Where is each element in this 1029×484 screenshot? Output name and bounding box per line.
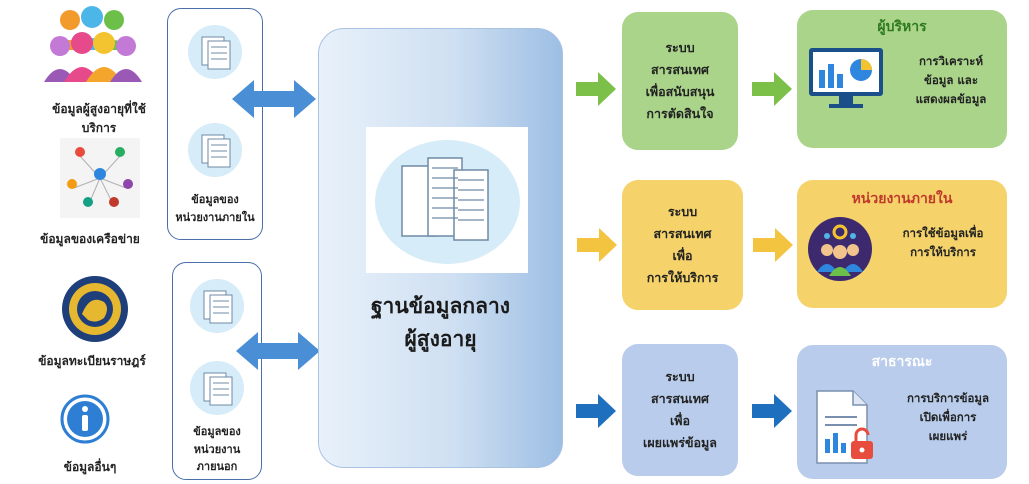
- internal-circle-1: [188, 25, 242, 79]
- external-box-label: ข้อมูลของ หน่วยงาน ภายนอก: [173, 423, 261, 476]
- arrow-to-publish-system: [576, 394, 616, 428]
- target-box-internal-units: หน่วยงานภายใน การใช้ข้อมูลเพื่อ การให้บร…: [797, 180, 1007, 308]
- system-publish-line3: เพื่อ: [669, 413, 691, 428]
- source-label-other: ข้อมูลอื่นๆ: [63, 460, 117, 474]
- target-internal-units-desc-2: การให้บริการ: [910, 244, 976, 259]
- system-publish-line4: เผยแพร่ข้อมูล: [643, 434, 717, 450]
- dashboard-monitor-icon: [809, 48, 883, 108]
- source-label-registration: ข้อมูลทะเบียนราษฎร์: [38, 354, 146, 368]
- target-public-title: สาธารณะ: [871, 354, 933, 370]
- system-box-service: ระบบ สารสนเทศ เพื่อ การให้บริการ: [622, 180, 743, 310]
- target-public-desc-3: เผยแพร่: [928, 428, 968, 443]
- system-box-publish: ระบบ สารสนเทศ เพื่อ เผยแพร่ข้อมูล: [622, 344, 738, 476]
- target-public-desc-2: เปิดเพื่อการ: [919, 409, 977, 424]
- target-executives-desc-1: การวิเคราะห์: [918, 54, 984, 68]
- target-box-executives: ผู้บริหาร การวิเคราะห์ ข้อมูล และ แสดงผล…: [797, 10, 1007, 148]
- arrow-to-decision-system: [576, 72, 616, 106]
- arrow-to-internal-units: [753, 228, 793, 262]
- target-executives-desc-2: ข้อมูล และ: [923, 72, 979, 87]
- target-public-desc: การบริการข้อมูล เปิดเพื่อการ เผยแพร่: [891, 389, 1005, 446]
- system-decision-line1: ระบบ: [665, 40, 695, 56]
- server-icon: [201, 134, 231, 168]
- central-title-line2: ผู้สูงอายุ: [404, 326, 477, 351]
- system-decision-line2: สารสนเทศ: [651, 62, 709, 78]
- internal-box-line1: ข้อมูลของ: [191, 193, 239, 206]
- system-box-decision: ระบบ สารสนเทศ เพื่อสนับสนุน การตัดสินใจ: [622, 12, 738, 150]
- team-gear-icon: [808, 217, 872, 281]
- internal-circle-2: [188, 123, 242, 177]
- internal-box-line2: หน่วยงานภายใน: [175, 210, 255, 224]
- network-icon: [60, 138, 140, 218]
- double-arrow-lower: [236, 332, 320, 370]
- server-icon: [203, 372, 233, 406]
- central-database-title: ฐานข้อมูลกลาง ผู้สูงอายุ: [318, 290, 563, 355]
- server-icon: [401, 157, 489, 241]
- server-icon: [203, 290, 233, 324]
- royal-seal-icon: [62, 276, 128, 342]
- internal-data-box: ข้อมูลของ หน่วยงานภายใน: [167, 8, 263, 240]
- system-service-line4: การให้บริการ: [646, 269, 719, 285]
- info-icon: [60, 394, 110, 444]
- external-box-line1: ข้อมูลของ: [193, 425, 241, 438]
- system-service-line3: เพื่อ: [672, 248, 693, 263]
- target-box-public: สาธารณะ การบริการข้อมูล เปิดเพื่อการ เผย…: [797, 345, 1007, 479]
- target-executives-desc-3: แสดงผลข้อมูล: [915, 91, 987, 106]
- system-service-line2: สารสนเทศ: [653, 226, 712, 242]
- source-label-network: ข้อมูลของเครือข่าย: [40, 232, 140, 246]
- secure-document-icon: [816, 390, 873, 464]
- people-group-icon: [44, 6, 142, 82]
- source-label-elderly-users: ข้อมูลผู้สูงอายุที่ใช้บริการ: [52, 102, 146, 135]
- external-circle-1: [190, 279, 244, 333]
- external-circle-2: [190, 361, 244, 415]
- internal-box-label: ข้อมูลของ หน่วยงานภายใน: [168, 191, 262, 226]
- target-executives-title: ผู้บริหาร: [877, 19, 927, 35]
- external-data-box: ข้อมูลของ หน่วยงาน ภายนอก: [172, 262, 262, 480]
- server-icon: [201, 36, 231, 70]
- arrow-to-service-system: [577, 228, 617, 262]
- arrow-to-public: [752, 394, 792, 428]
- target-internal-units-desc-1: การใช้ข้อมูลเพื่อ: [902, 226, 984, 240]
- arrow-to-executives: [752, 72, 792, 106]
- system-decision-line4: การตัดสินใจ: [646, 105, 714, 121]
- system-publish-line1: ระบบ: [665, 369, 695, 385]
- target-internal-units-desc: การใช้ข้อมูลเพื่อ การให้บริการ: [881, 224, 1005, 262]
- system-decision-line3: เพื่อสนับสนุน: [645, 84, 715, 99]
- external-box-line3: ภายนอก: [196, 460, 238, 474]
- double-arrow-upper: [232, 80, 316, 118]
- target-public-desc-1: การบริการข้อมูล: [906, 391, 990, 405]
- system-service-line1: ระบบ: [667, 204, 698, 220]
- external-box-line2: หน่วยงาน: [193, 442, 241, 456]
- target-internal-units-title: หน่วยงานภายใน: [851, 191, 953, 207]
- system-publish-line2: สารสนเทศ: [651, 391, 709, 407]
- central-title-line1: ฐานข้อมูลกลาง: [370, 294, 511, 318]
- target-executives-desc: การวิเคราะห์ ข้อมูล และ แสดงผลข้อมูล: [897, 52, 1005, 109]
